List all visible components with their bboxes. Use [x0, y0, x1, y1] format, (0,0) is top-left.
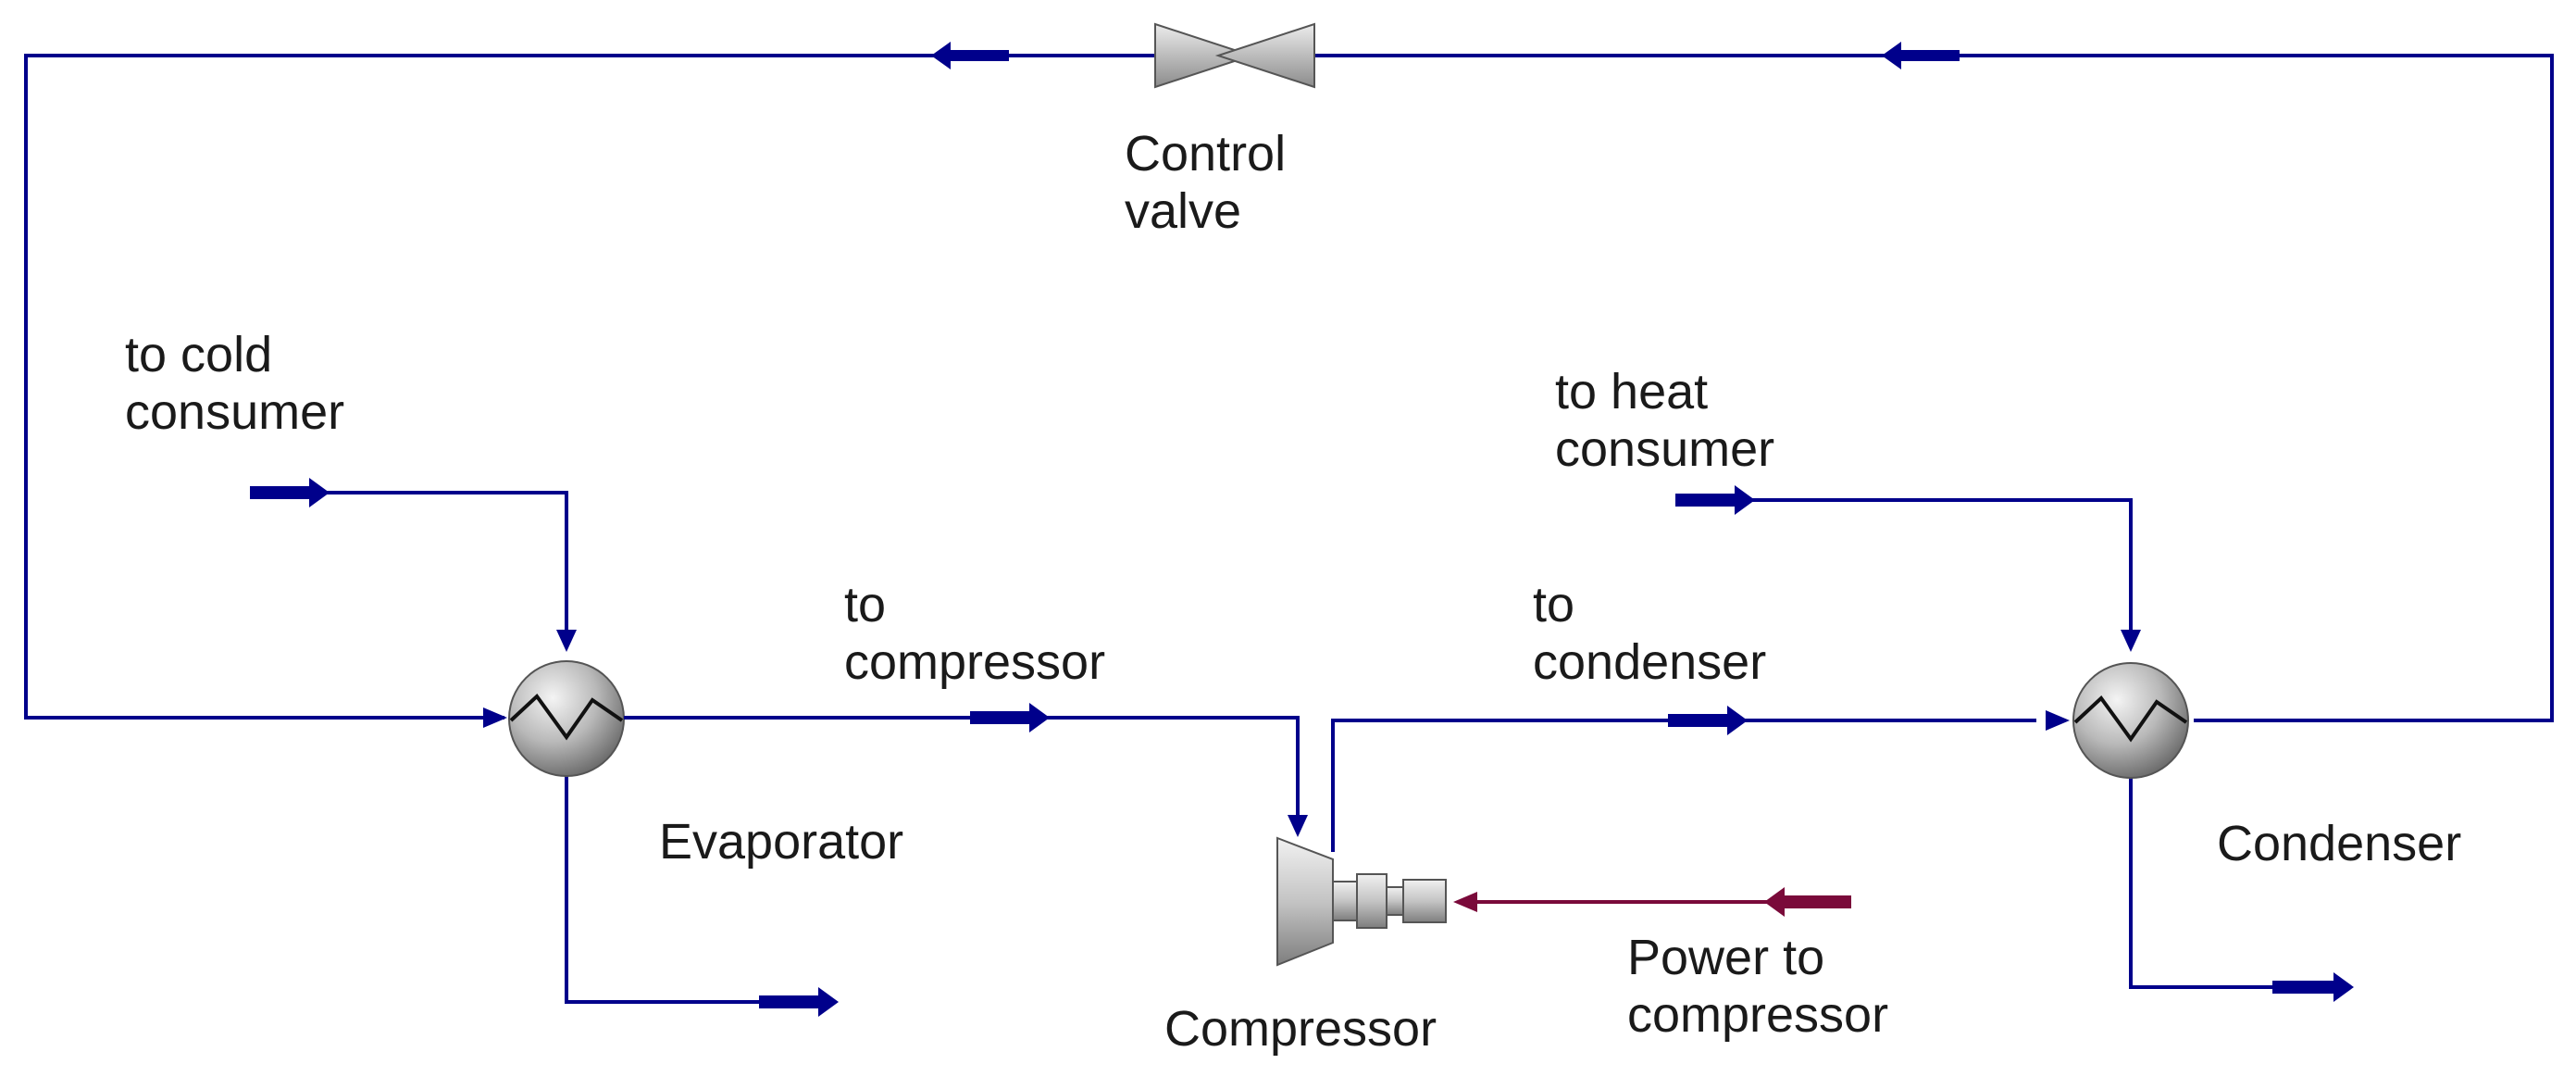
- heat-consumer-label-line1: to heat: [1555, 364, 1709, 419]
- return-flow-arrow-left: [931, 42, 1009, 69]
- return-flow-arrow-right: [1882, 42, 1960, 69]
- condenser-outlet-arrow: [2272, 972, 2354, 1002]
- evaporator-outlet-arrow: [759, 987, 839, 1017]
- control-valve-label: Control valve: [1125, 125, 1286, 240]
- compressor-label: Compressor: [1164, 1001, 1437, 1057]
- compressor-to-condenser-line: [1331, 719, 2036, 852]
- to-condenser-arrow: [1668, 706, 1748, 735]
- evaporator-inlet-arrowhead: [483, 707, 507, 728]
- condenser-label: Condenser: [2217, 816, 2462, 871]
- heat-consumer-label: to heat consumer: [1555, 363, 1774, 478]
- cold-consumer-stream: [250, 491, 568, 648]
- heat-consumer-arrowhead: [2121, 630, 2141, 652]
- heat-consumer-arrow: [1675, 485, 1755, 515]
- compressor-icon: [1276, 836, 1447, 967]
- refrigerant-return-line: [24, 54, 2554, 722]
- to-compressor-arrow: [970, 703, 1050, 732]
- power-to-compressor-label: Power to compressor: [1627, 929, 1888, 1044]
- heat-consumer-label-line2: consumer: [1555, 421, 1775, 477]
- power-label-line2: compressor: [1627, 987, 1889, 1043]
- cold-consumer-label-line1: to cold: [125, 327, 273, 382]
- to-condenser-label: to condenser: [1533, 576, 1766, 691]
- cold-consumer-label: to cold consumer: [125, 326, 344, 441]
- power-arrow: [1764, 887, 1851, 917]
- condenser-outlet-stream: [2129, 778, 2272, 989]
- cold-consumer-arrowhead: [556, 630, 577, 652]
- to-compressor-label: to compressor: [844, 576, 1105, 691]
- condenser-icon: [2072, 662, 2189, 779]
- condenser-inlet-arrowhead: [2046, 710, 2070, 731]
- evaporator-to-compressor-line: [624, 716, 1300, 833]
- evaporator-label: Evaporator: [659, 814, 904, 870]
- to-condenser-label-line1: to: [1533, 577, 1575, 632]
- control-valve-label-line1: Control: [1125, 126, 1287, 182]
- to-condenser-label-line2: condenser: [1533, 634, 1767, 690]
- evaporator-icon: [508, 660, 625, 777]
- power-arrowhead: [1453, 892, 1477, 912]
- cold-consumer-arrow: [250, 478, 330, 507]
- control-valve-label-line2: valve: [1125, 183, 1242, 239]
- compressor-inlet-arrowhead: [1288, 815, 1308, 837]
- control-valve-icon: [1154, 22, 1315, 89]
- power-label-line1: Power to: [1627, 930, 1825, 985]
- cold-consumer-label-line2: consumer: [125, 384, 345, 440]
- heat-consumer-stream: [1675, 498, 2133, 648]
- to-compressor-label-line1: to: [844, 577, 887, 632]
- evaporator-outlet-stream: [565, 776, 759, 1004]
- to-compressor-label-line2: compressor: [844, 634, 1106, 690]
